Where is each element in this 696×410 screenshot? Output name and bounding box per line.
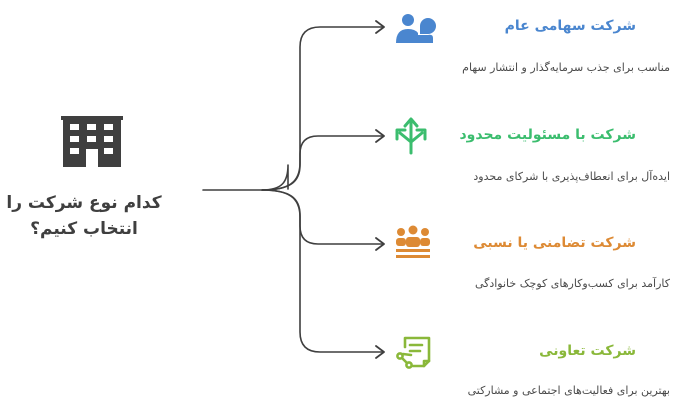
option-desc-partnership: کارآمد برای کسب‌وکارهای کوچک خانوادگی bbox=[474, 277, 670, 290]
root-connector bbox=[202, 164, 289, 191]
arrowhead-2 bbox=[375, 129, 385, 143]
cooperative-document-icon bbox=[396, 336, 431, 369]
option-desc-public-joint-stock: مناسب برای جذب سرمایه‌گذار و انتشار سهام bbox=[462, 61, 670, 74]
option-title-public-joint-stock: شرکت سهامی عام bbox=[504, 18, 636, 34]
question-line-1: کدام نوع شرکت را bbox=[6, 193, 162, 213]
branch-connector-4 bbox=[261, 189, 384, 353]
team-icon bbox=[396, 225, 430, 258]
branch-connector-2 bbox=[261, 135, 384, 191]
branch-connector-1 bbox=[261, 26, 384, 191]
option-title-partnership: شرکت تضامنی یا نسبی bbox=[473, 235, 636, 251]
option-title-limited-liability: شرکت با مسئولیت محدود bbox=[459, 127, 636, 143]
arrowhead-1 bbox=[375, 20, 385, 34]
option-desc-cooperative: بهترین برای فعالیت‌های اجتماعی و مشارکتی bbox=[467, 384, 670, 397]
question-line-2: انتخاب کنیم؟ bbox=[30, 219, 138, 239]
branch-connector-3 bbox=[261, 189, 384, 245]
question-title: کدام نوع شرکت را انتخاب کنیم؟ bbox=[4, 190, 164, 242]
building-icon bbox=[61, 116, 123, 167]
arrowhead-3 bbox=[375, 237, 385, 251]
arrowhead-4 bbox=[375, 345, 385, 359]
option-title-cooperative: شرکت تعاونی bbox=[539, 343, 636, 359]
directions-arrows-icon bbox=[395, 117, 427, 155]
option-desc-limited-liability: ایده‌آل برای انعطاف‌پذیری با شرکای محدود bbox=[473, 170, 670, 183]
shareholders-icon bbox=[396, 14, 436, 43]
